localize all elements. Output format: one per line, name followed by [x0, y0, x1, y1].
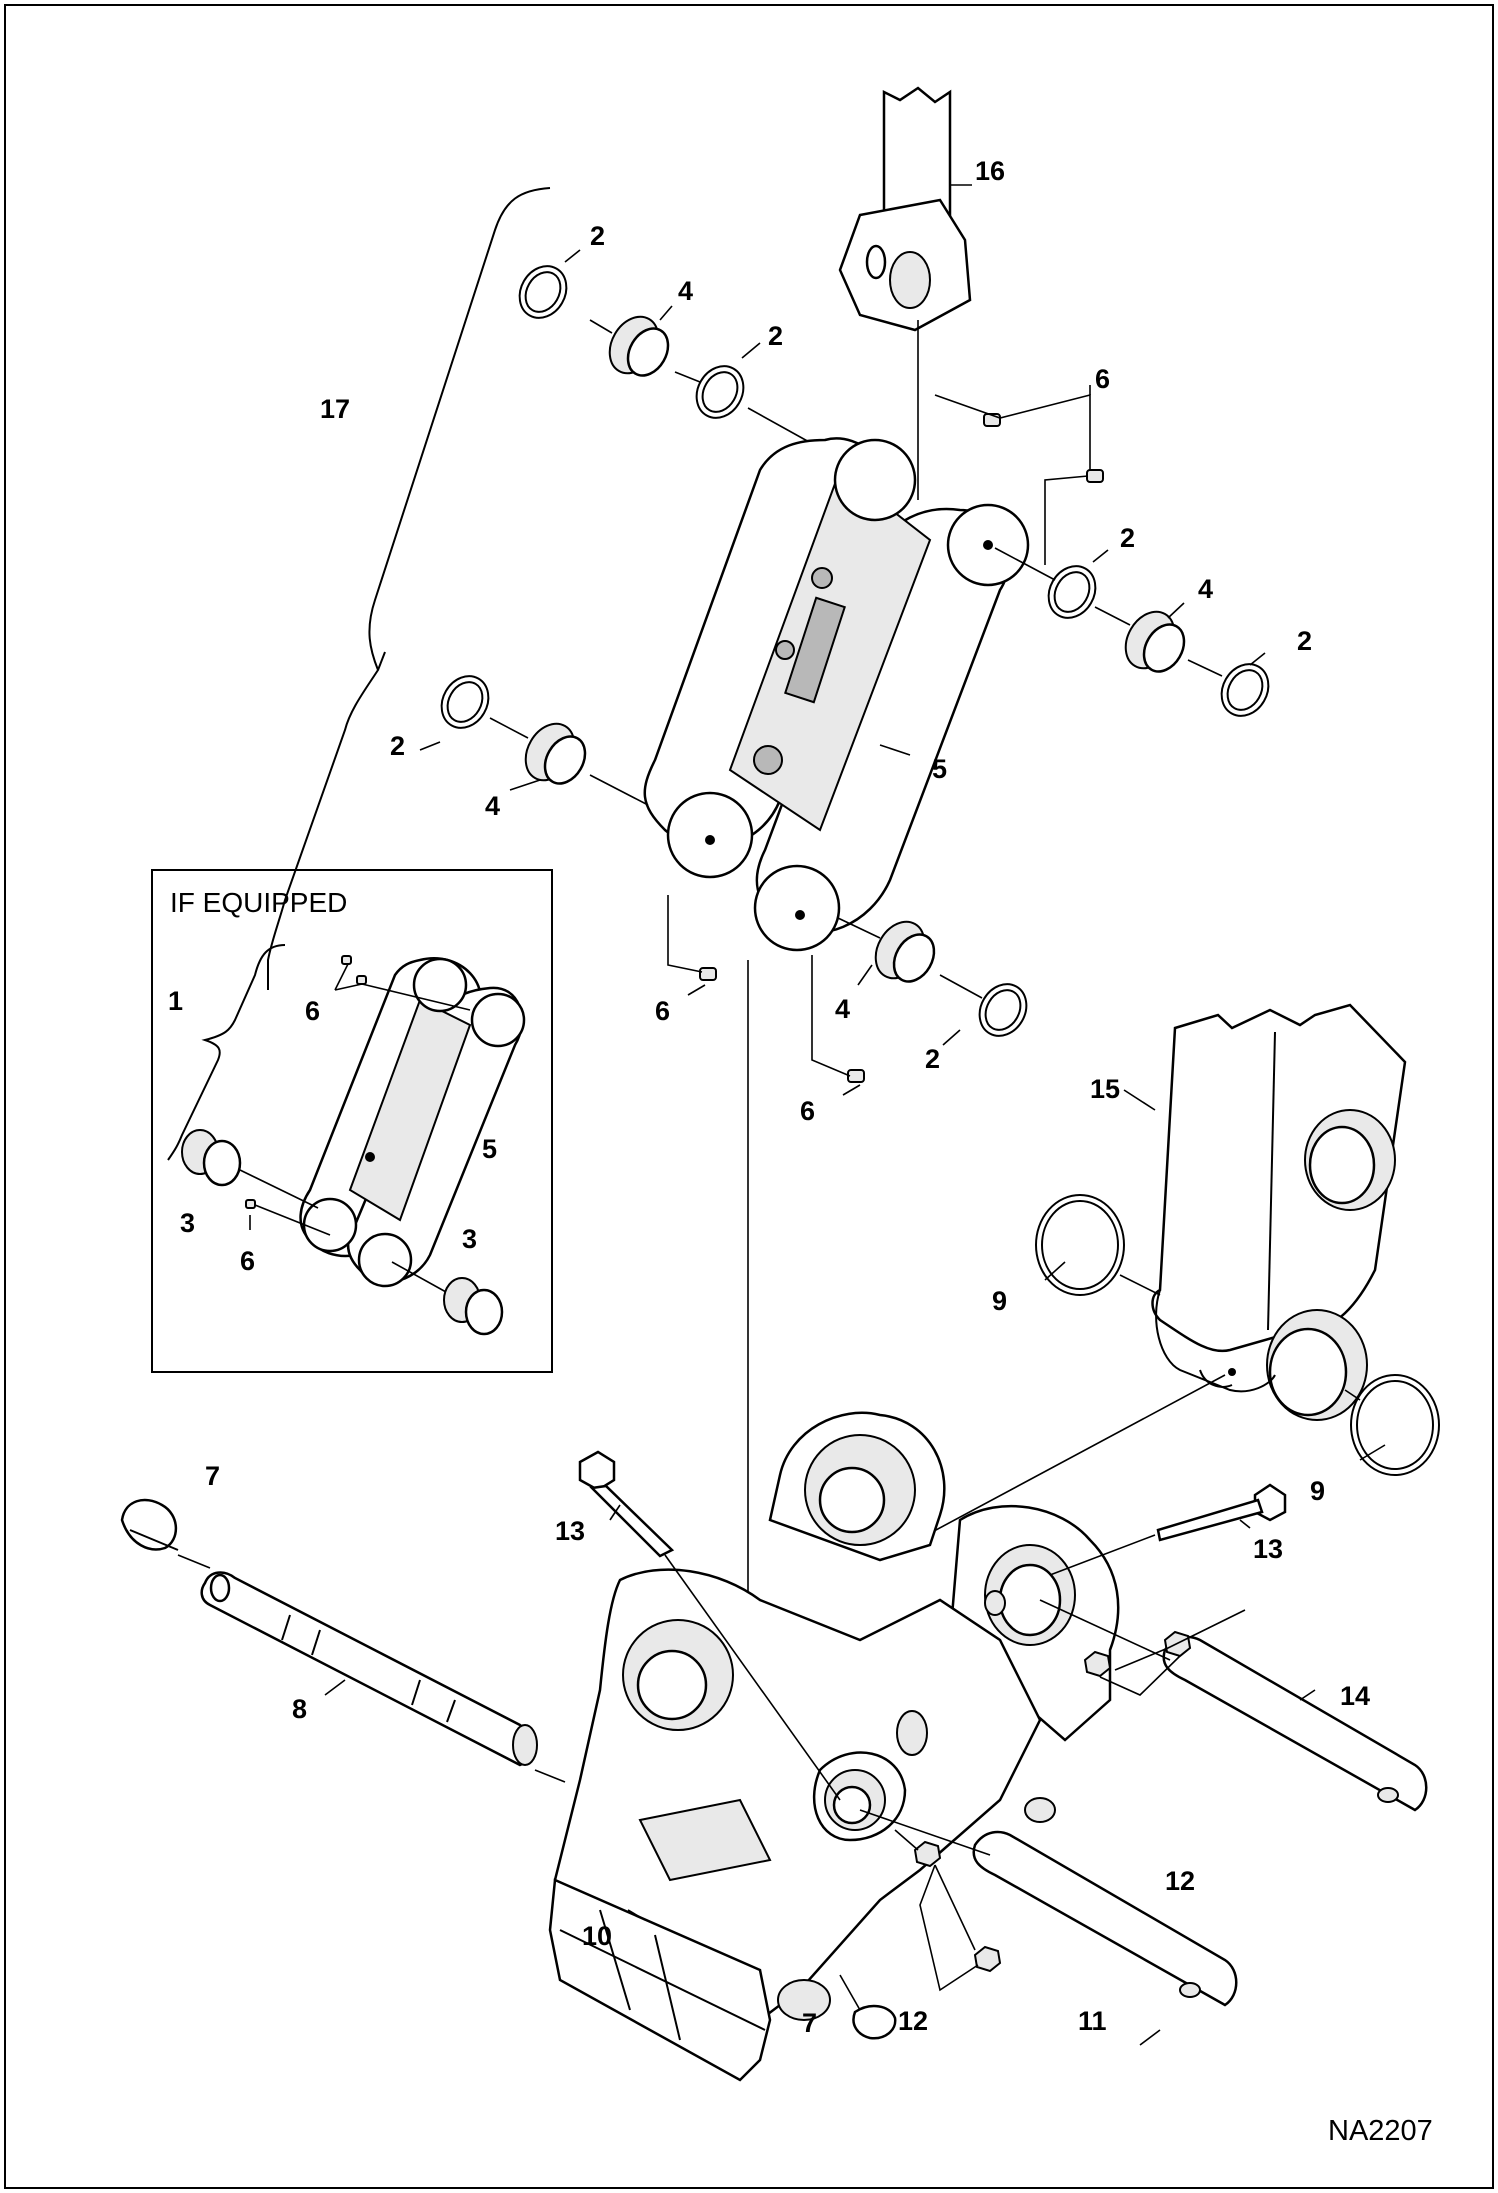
- callout-6: 6: [1095, 364, 1110, 394]
- callout-1: 1: [168, 986, 183, 1016]
- callout-2: 2: [390, 731, 405, 761]
- callout-labels: 16 2 4 2 17 6 2 4 2 2 4 5 6 4 6 2 15 1 6…: [168, 156, 1370, 2038]
- callout-7: 7: [205, 1461, 220, 1491]
- drawing-number: NA2207: [1328, 2115, 1433, 2147]
- callout-2: 2: [590, 221, 605, 251]
- part-5-link: [643, 437, 1030, 952]
- part-16-cylinder-rod: [838, 86, 972, 500]
- bushing-4-lower: [874, 920, 936, 983]
- part-12-nuts-lower: [913, 1840, 1002, 1973]
- inset-bracket-1: [167, 944, 286, 1161]
- callout-3: 3: [180, 1208, 195, 1238]
- bushing-4-left: [524, 722, 587, 785]
- callout-12: 12: [898, 2006, 928, 2036]
- callout-8: 8: [292, 1694, 307, 1724]
- callout-13: 13: [1253, 1534, 1283, 1564]
- seal-ring-9-left: [1035, 1194, 1125, 1296]
- callout-9: 9: [1310, 1476, 1325, 1506]
- callout-11: 11: [1078, 2006, 1107, 2036]
- callout-12: 12: [1165, 1866, 1195, 1896]
- part-14-pin: [1162, 1635, 1428, 1812]
- part-8-pin: [200, 1571, 538, 1767]
- part-7-retainer-pin-left: [120, 1498, 179, 1551]
- callout-13: 13: [555, 1516, 585, 1546]
- callout-6: 6: [305, 996, 320, 1026]
- part-12-nuts-right: [1083, 1630, 1192, 1678]
- callout-2: 2: [925, 1044, 940, 1074]
- seal-ring-9-right: [1350, 1374, 1440, 1476]
- drawing-border: [4, 4, 1494, 2189]
- inset-bushing-3-upper: [181, 1129, 242, 1187]
- callout-6: 6: [800, 1096, 815, 1126]
- callout-2: 2: [768, 321, 783, 351]
- callout-14: 14: [1340, 1681, 1370, 1711]
- inset-link-5: [299, 957, 526, 1288]
- callout-leaders: [324, 184, 1386, 2046]
- part-7-retainer-pin-right: [852, 2004, 897, 2040]
- callout-5: 5: [482, 1134, 497, 1164]
- callout-2: 2: [1297, 626, 1312, 656]
- part-13-bolt-left: [578, 1450, 675, 1558]
- seal-ring-2-right-upper: [1047, 565, 1097, 619]
- callout-4: 4: [1198, 574, 1213, 604]
- callout-6: 6: [655, 996, 670, 1026]
- callout-4: 4: [835, 994, 850, 1024]
- callout-7: 7: [802, 2008, 817, 2038]
- callout-2: 2: [1120, 523, 1135, 553]
- callout-15: 15: [1090, 1074, 1120, 1104]
- seal-ring-2-lower: [978, 983, 1028, 1037]
- callout-10: 10: [582, 1921, 612, 1951]
- inset-bushing-3-lower: [443, 1277, 504, 1336]
- seal-ring-2-upper-right: [695, 365, 745, 419]
- bushing-4-upper: [608, 315, 670, 377]
- seal-ring-2-left-middle: [440, 675, 490, 729]
- callout-16: 16: [975, 156, 1005, 186]
- callout-17: 17: [320, 394, 350, 424]
- inset-grease-fittings: [245, 955, 367, 1209]
- part-13-bolt-right: [1156, 1483, 1287, 1542]
- grease-fitting-6-group: [699, 413, 1104, 1083]
- part-15-arm: [1151, 1003, 1407, 1421]
- callout-5: 5: [932, 754, 947, 784]
- part-11-pin: [972, 1830, 1238, 2007]
- callout-9: 9: [992, 1286, 1007, 1316]
- seal-ring-2-right-lower: [1220, 663, 1270, 717]
- seal-ring-2-upper-left: [518, 265, 568, 319]
- callout-6: 6: [240, 1246, 255, 1276]
- inset-title: IF EQUIPPED: [170, 887, 347, 918]
- callout-4: 4: [485, 791, 500, 821]
- callout-4: 4: [678, 276, 693, 306]
- callout-3: 3: [462, 1224, 477, 1254]
- bushing-4-right: [1124, 610, 1186, 673]
- inset-box: [151, 869, 553, 1373]
